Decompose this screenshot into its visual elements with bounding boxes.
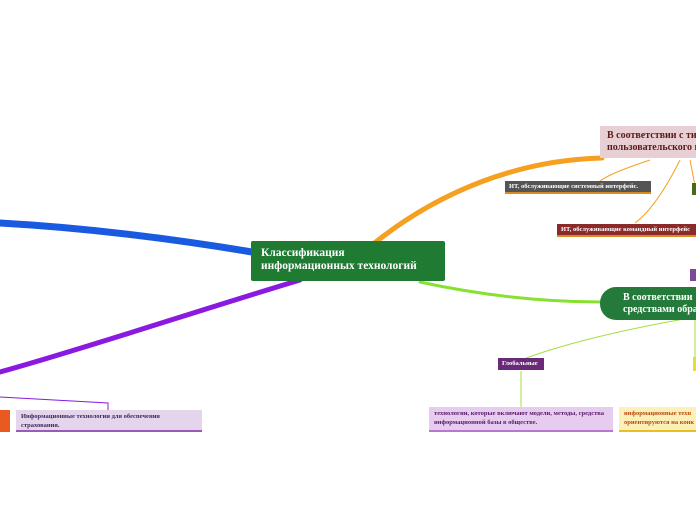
topic-network-line1: В соответствии: [623, 292, 693, 303]
topic-interface-line1: В соответствии с ти: [607, 130, 696, 141]
connector-orange: [369, 155, 605, 248]
leaf-insurance[interactable]: Информационные технологии для обеспечени…: [16, 410, 202, 432]
topic-network-line2: средствами обра: [623, 304, 696, 315]
subtopic-system-interface[interactable]: ИТ, обслуживающие системный интерфейс.: [505, 181, 651, 194]
connector-interface-child-2: [634, 159, 681, 224]
connector-network-child-1: [520, 317, 691, 361]
connector-blue: [0, 219, 256, 256]
subtopic-command-interface[interactable]: ИТ, обслуживающие командный интерфейс: [557, 224, 696, 237]
central-topic[interactable]: Классификация информационных технологий: [251, 241, 445, 281]
central-topic-line1: Классификация: [261, 247, 345, 259]
leaf-global-description[interactable]: технологии, которые включают модели, мет…: [429, 407, 613, 432]
central-topic-line2: информационных технологий: [261, 260, 417, 272]
subtopic-interface-partial[interactable]: [692, 183, 696, 195]
connector-green: [418, 280, 604, 304]
topic-network-type[interactable]: В соответствии средствами обра: [600, 287, 696, 320]
connector-purple: [0, 277, 303, 375]
topic-interface-line2: пользовательского и: [607, 142, 696, 153]
connector-interface-child-3: [689, 159, 696, 187]
leaf-orange-partial[interactable]: [0, 410, 10, 432]
topic-interface-type[interactable]: В соответствии с ти пользовательского и: [600, 126, 696, 158]
connector-left-leaf: [0, 396, 109, 411]
subtopic-local-partial[interactable]: [693, 357, 696, 371]
subtopic-global[interactable]: Глобальные: [498, 358, 544, 370]
subtopic-network-partial[interactable]: [690, 269, 696, 281]
leaf-local-description[interactable]: информационные техн ориентируются на кон…: [619, 407, 696, 432]
